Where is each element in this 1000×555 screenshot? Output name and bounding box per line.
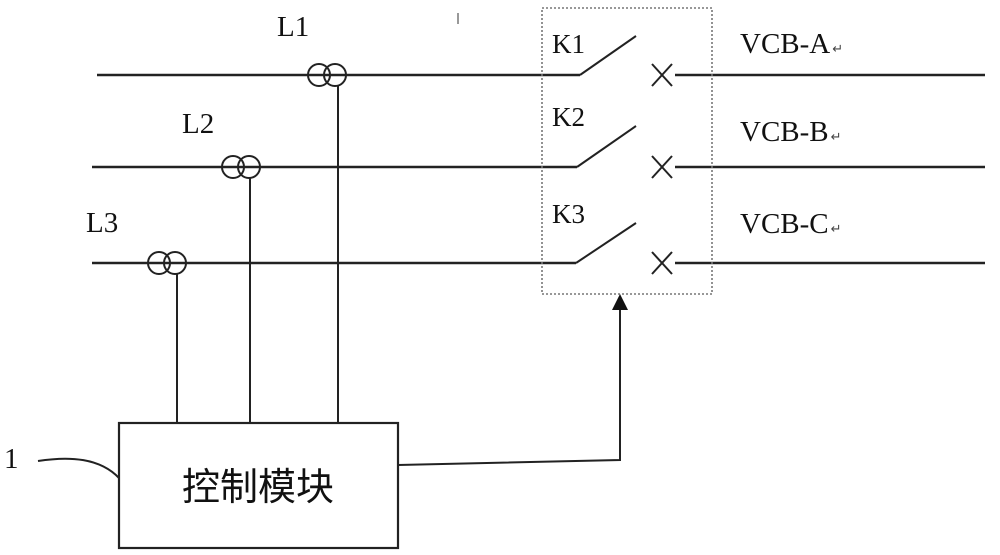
control-signal-wire <box>397 306 621 466</box>
switch-label-k2: K2 <box>552 102 585 132</box>
sensor-label-l2: L2 <box>182 108 214 140</box>
switch-label-k3: K3 <box>552 199 585 229</box>
control-module-label: 控制模块 <box>182 465 334 509</box>
switch-k1 <box>579 35 673 87</box>
switch-k3 <box>575 222 673 275</box>
control-signal-arrow <box>612 294 628 310</box>
switch-label-k1: K1 <box>552 29 585 59</box>
sensor-label-l1: L1 <box>277 11 309 43</box>
switch-k2 <box>576 125 673 179</box>
module-ref-leader <box>37 457 120 479</box>
control-module-box <box>117 421 400 550</box>
breaker-label-b: VCB-B↵ <box>740 116 842 148</box>
sensor-label-l3: L3 <box>86 207 118 239</box>
breaker-label-a: VCB-A↵ <box>740 28 843 60</box>
current-transformer-l3 <box>147 251 187 275</box>
current-transformer-l1 <box>307 63 347 87</box>
module-ref-number: 1 <box>4 443 19 475</box>
breaker-label-c: VCB-C↵ <box>740 208 842 240</box>
switch-box <box>541 7 713 295</box>
